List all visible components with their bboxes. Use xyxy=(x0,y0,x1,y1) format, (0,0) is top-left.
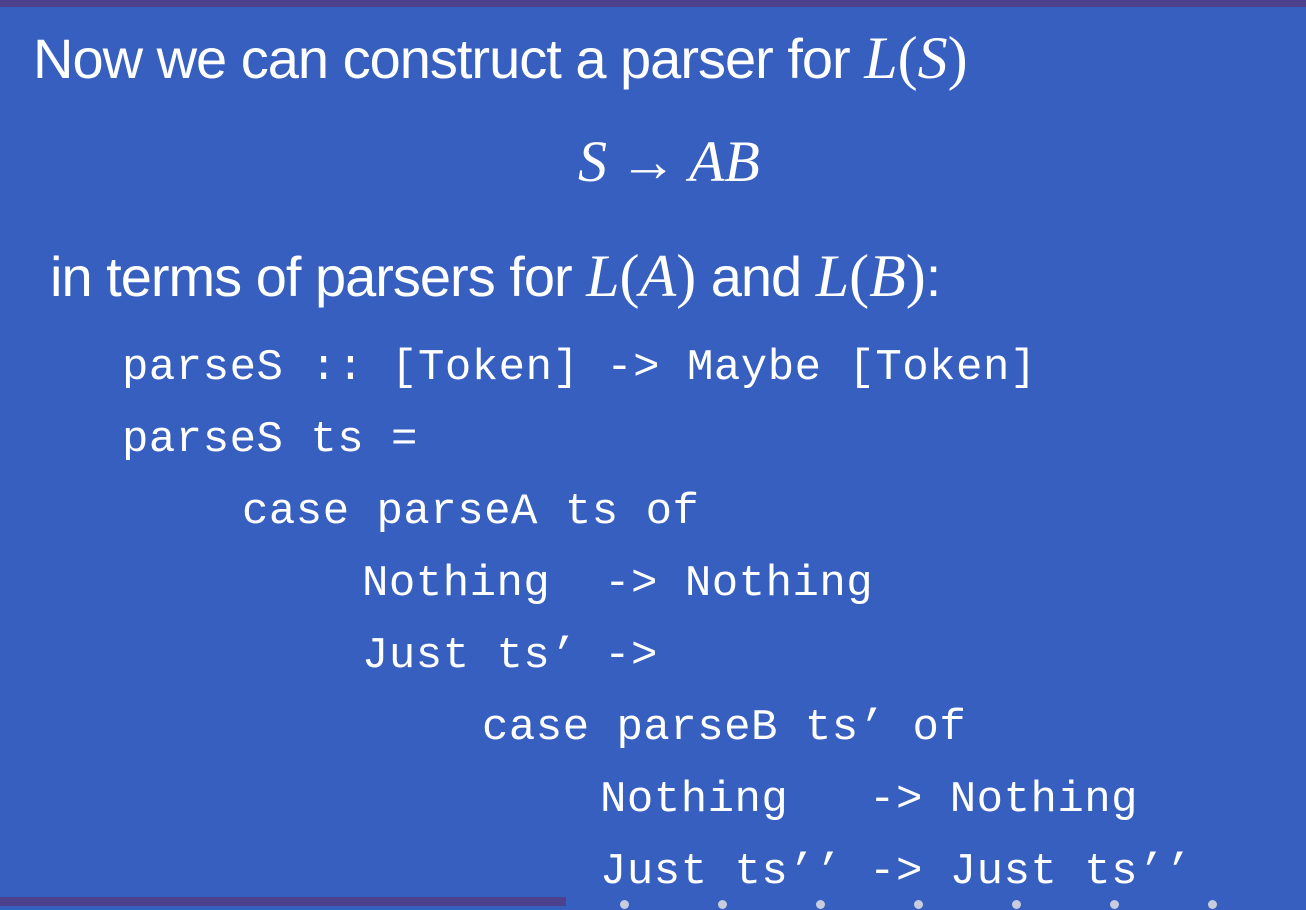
nav-dot[interactable] xyxy=(1110,900,1119,909)
bottom-progress-bar xyxy=(0,897,566,906)
subtitle-math-2-arg: B xyxy=(869,243,906,309)
subtitle-math-1-close-paren: ) xyxy=(676,243,697,309)
title-math-fn: L xyxy=(864,25,898,91)
subtitle-math-2: L(B) xyxy=(816,243,926,309)
code-line-5: Just ts’ -> xyxy=(362,631,658,681)
grammar-rule: S→AB xyxy=(578,126,760,198)
nav-dot[interactable] xyxy=(1012,900,1021,909)
slide-title-text: Now we can construct a parser for xyxy=(33,27,865,90)
subtitle-math-1: L(A) xyxy=(586,243,696,309)
nav-dot[interactable] xyxy=(816,900,825,909)
slide-title: Now we can construct a parser for L(S) xyxy=(33,22,968,95)
rule-rhs: AB xyxy=(689,129,760,194)
nav-dot[interactable] xyxy=(1208,900,1217,909)
subtitle-math-1-fn: L xyxy=(586,243,620,309)
title-math-close-paren: ) xyxy=(947,25,968,91)
rule-lhs: S xyxy=(578,129,607,194)
nav-dot[interactable] xyxy=(718,900,727,909)
subtitle-prefix: in terms of parsers for xyxy=(50,245,587,308)
slide-subtitle: in terms of parsers for L(A) and L(B): xyxy=(50,240,942,313)
nav-dot[interactable] xyxy=(620,900,629,909)
subtitle-math-2-close-paren: ) xyxy=(905,243,926,309)
subtitle-math-2-open-paren: ( xyxy=(849,243,870,309)
code-line-1: parseS :: [Token] -> Maybe [Token] xyxy=(122,343,1037,393)
code-line-6: case parseB ts’ of xyxy=(482,703,967,753)
code-line-4: Nothing -> Nothing xyxy=(362,559,874,609)
subtitle-math-1-arg: A xyxy=(639,243,677,309)
title-math-open-paren: ( xyxy=(897,25,918,91)
nav-dot[interactable] xyxy=(914,900,923,909)
code-line-2: parseS ts = xyxy=(122,415,418,465)
code-line-3: case parseA ts of xyxy=(242,487,700,537)
subtitle-math-1-open-paren: ( xyxy=(619,243,640,309)
subtitle-middle: and xyxy=(696,245,816,308)
title-math-expression: L(S) xyxy=(864,25,967,91)
rule-arrow: → xyxy=(619,129,677,194)
top-border-bar xyxy=(0,0,1306,7)
slide-navigation-dots xyxy=(600,900,1260,910)
code-line-8: Just ts’’ -> Just ts’’ xyxy=(600,847,1192,897)
subtitle-math-2-fn: L xyxy=(815,243,850,309)
title-math-arg: S xyxy=(917,25,948,91)
subtitle-suffix: : xyxy=(925,245,942,308)
code-line-7: Nothing -> Nothing xyxy=(600,775,1139,825)
